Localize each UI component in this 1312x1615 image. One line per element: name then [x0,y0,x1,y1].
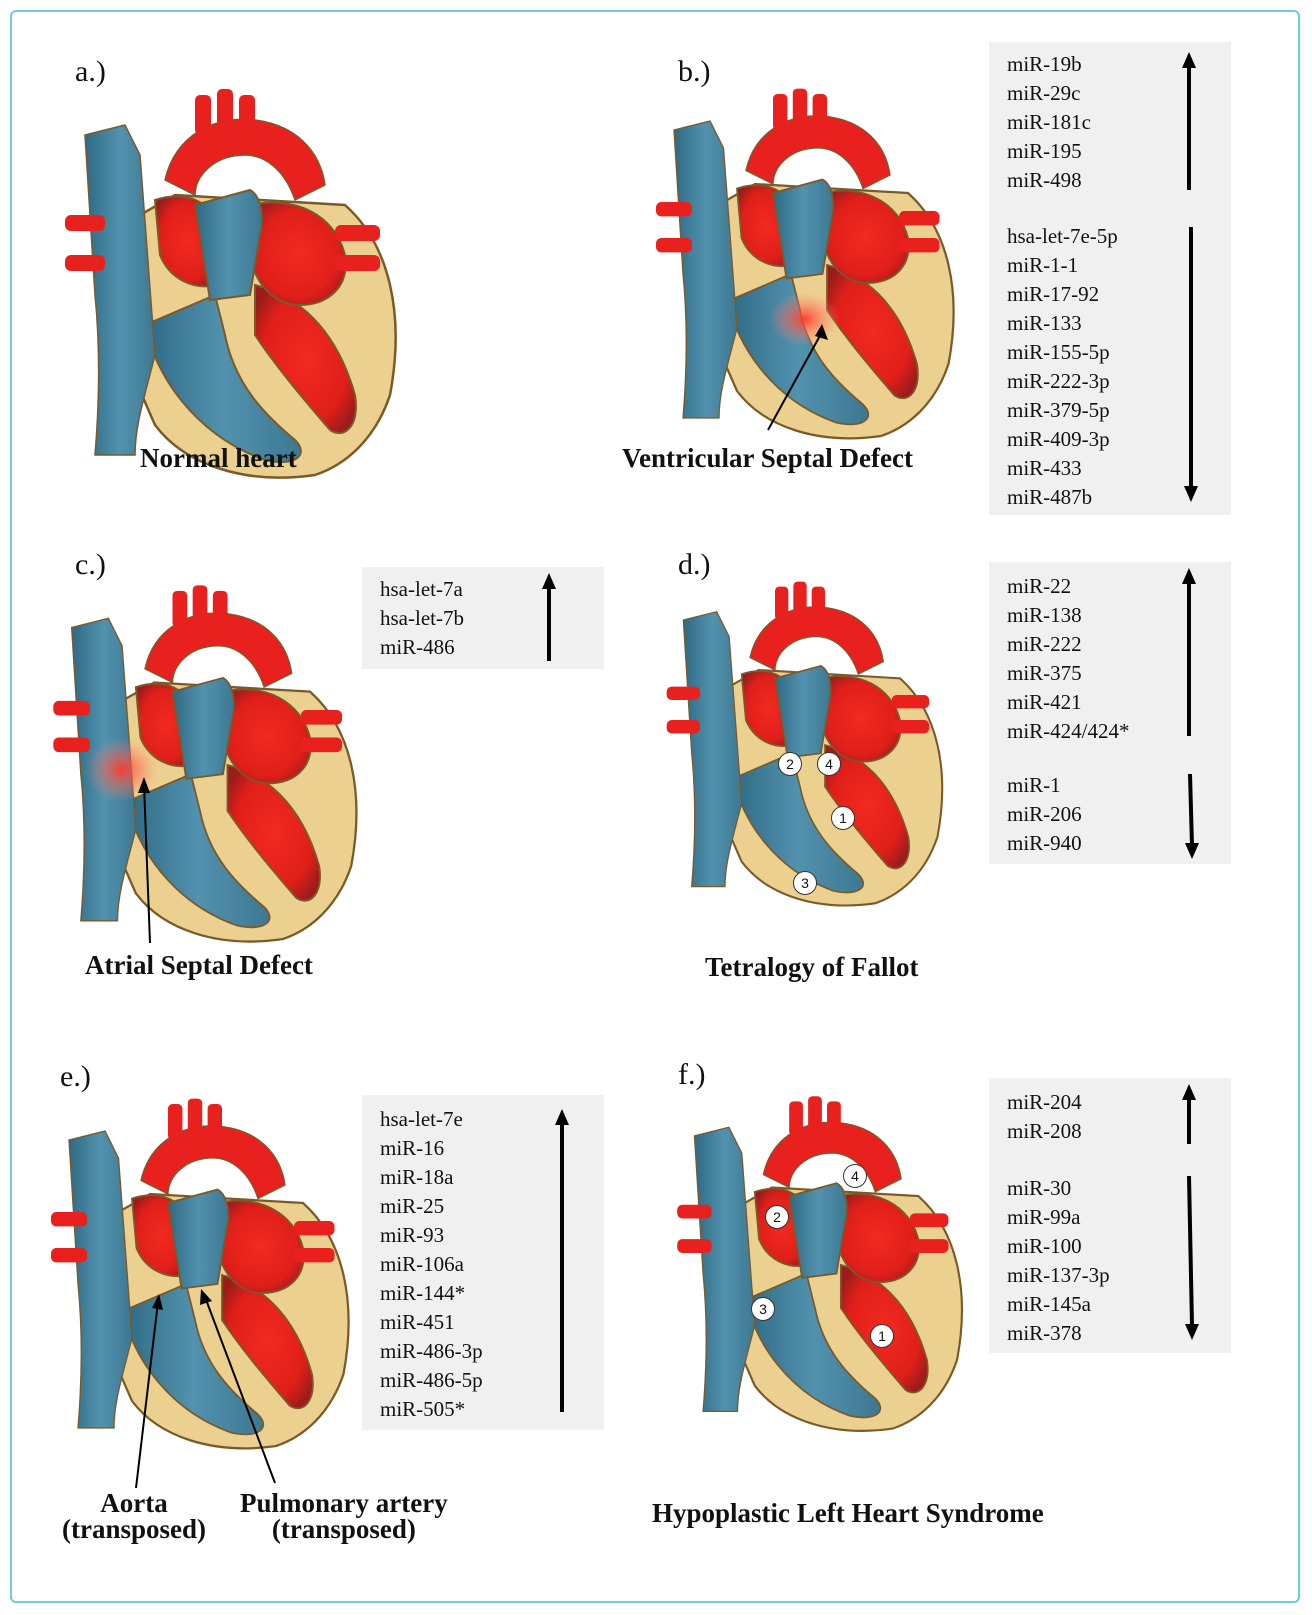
mirna-item: miR-409-3p [1007,425,1118,454]
mirna-item: miR-498 [1007,166,1091,195]
panel-c-label: c.) [75,548,106,582]
tof-marker-4: 4 [817,752,841,776]
mirna-item: miR-22 [1007,572,1130,601]
mirna-item: miR-486-5p [380,1366,483,1395]
panel-d-down-list: miR-1 miR-206 miR-940 [1007,771,1082,858]
hlhs-marker-1: 1 [870,1324,894,1348]
mirna-item: miR-138 [1007,601,1130,630]
panel-c-caption: Atrial Septal Defect [85,952,313,978]
mirna-item: miR-19b [1007,50,1091,79]
tof-heart-illustration [650,575,950,915]
pulmonary-artery-pointer-arrow [195,1285,285,1485]
panel-d-caption: Tetralogy of Fallot [705,954,918,980]
mirna-item: miR-93 [380,1221,483,1250]
mirna-item: miR-487b [1007,483,1118,512]
mirna-item: miR-133 [1007,309,1118,338]
panel-a-label: a.) [75,55,106,89]
aorta-caption-line2: (transposed) [62,1516,206,1542]
mirna-item: miR-421 [1007,688,1130,717]
mirna-item: miR-195 [1007,137,1091,166]
pa-caption-line1: Pulmonary artery [240,1490,448,1516]
panel-e-label: e.) [60,1060,91,1094]
panel-d-up-list: miR-22 miR-138 miR-222 miR-375 miR-421 m… [1007,572,1130,746]
mirna-item: miR-222 [1007,630,1130,659]
panel-c-mirna-box: hsa-let-7a hsa-let-7b miR-486 [362,567,604,669]
mirna-item: miR-424/424* [1007,717,1130,746]
mirna-item: miR-181c [1007,108,1091,137]
mirna-item: miR-99a [1007,1203,1110,1232]
mirna-item: miR-106a [380,1250,483,1279]
panel-f-caption: Hypoplastic Left Heart Syndrome [652,1500,1044,1526]
mirna-item: miR-379-5p [1007,396,1118,425]
mirna-item: miR-155-5p [1007,338,1118,367]
mirna-item: miR-100 [1007,1232,1110,1261]
mirna-item: hsa-let-7e [380,1105,483,1134]
mirna-item: miR-940 [1007,829,1082,858]
aorta-pointer-arrow [130,1290,170,1490]
vsd-pointer-arrow [760,320,840,440]
mirna-item: hsa-let-7e-5p [1007,222,1118,251]
normal-heart-illustration [45,85,405,485]
mirna-item: miR-375 [1007,659,1130,688]
panel-b-mirna-box: miR-19b miR-29c miR-181c miR-195 miR-498… [989,42,1231,515]
mirna-item: hsa-let-7a [380,575,464,604]
mirna-item: miR-378 [1007,1319,1110,1348]
panel-e-up-list: hsa-let-7e miR-16 miR-18a miR-25 miR-93 … [380,1105,483,1424]
hlhs-marker-3: 3 [751,1297,775,1321]
panel-b-down-list: hsa-let-7e-5p miR-1-1 miR-17-92 miR-133 … [1007,222,1118,512]
panel-b-caption: Ventricular Septal Defect [622,445,913,471]
panel-f-down-list: miR-30 miR-99a miR-100 miR-137-3p miR-14… [1007,1174,1110,1348]
mirna-item: miR-16 [380,1134,483,1163]
mirna-item: miR-451 [380,1308,483,1337]
mirna-item: miR-204 [1007,1088,1082,1117]
mirna-item: miR-222-3p [1007,367,1118,396]
aorta-caption-line1: Aorta [62,1490,206,1516]
mirna-item: miR-206 [1007,800,1082,829]
panel-a-caption: Normal heart [140,445,297,471]
mirna-item: miR-30 [1007,1174,1110,1203]
panel-b-up-list: miR-19b miR-29c miR-181c miR-195 miR-498 [1007,50,1091,195]
panel-f-up-list: miR-204 miR-208 [1007,1088,1082,1146]
hlhs-heart-illustration [660,1090,970,1440]
pulmonary-artery-caption: Pulmonary artery (transposed) [240,1490,448,1542]
downregulated-arrow-icon [1181,1176,1201,1341]
mirna-item: miR-29c [1007,79,1091,108]
upregulated-arrow-icon [1179,568,1199,738]
pa-caption-line2: (transposed) [240,1516,448,1542]
upregulated-arrow-icon [1179,52,1199,192]
mirna-item: miR-208 [1007,1117,1082,1146]
aorta-caption: Aorta (transposed) [62,1490,206,1542]
panel-f-label: f.) [678,1058,705,1092]
tof-marker-2: 2 [778,752,802,776]
mirna-item: miR-433 [1007,454,1118,483]
mirna-item: miR-486-3p [380,1337,483,1366]
hlhs-marker-2: 2 [765,1205,789,1229]
asd-heart-illustration [35,580,365,950]
panel-f-mirna-box: miR-204 miR-208 miR-30 miR-99a miR-100 m… [989,1078,1231,1353]
mirna-item: miR-145a [1007,1290,1110,1319]
upregulated-arrow-icon [1179,1084,1199,1146]
panel-d-mirna-box: miR-22 miR-138 miR-222 miR-375 miR-421 m… [989,562,1231,864]
mirna-item: miR-144* [380,1279,483,1308]
mirna-item: miR-1 [1007,771,1082,800]
hlhs-marker-4: 4 [843,1164,867,1188]
upregulated-arrow-icon [552,1109,572,1414]
mirna-item: miR-486 [380,633,464,662]
tof-marker-1: 1 [831,806,855,830]
mirna-item: miR-505* [380,1395,483,1424]
downregulated-arrow-icon [1181,774,1201,859]
mirna-item: miR-1-1 [1007,251,1118,280]
mirna-item: miR-17-92 [1007,280,1118,309]
panel-e-mirna-box: hsa-let-7e miR-16 miR-18a miR-25 miR-93 … [362,1095,604,1430]
downregulated-arrow-icon [1181,227,1201,502]
mirna-item: miR-137-3p [1007,1261,1110,1290]
upregulated-arrow-icon [539,573,559,663]
mirna-item: miR-18a [380,1163,483,1192]
mirna-item: hsa-let-7b [380,604,464,633]
panel-b-label: b.) [678,55,711,89]
mirna-item: miR-25 [380,1192,483,1221]
asd-pointer-arrow [130,775,170,945]
panel-c-up-list: hsa-let-7a hsa-let-7b miR-486 [380,575,464,662]
tof-marker-3: 3 [793,871,817,895]
